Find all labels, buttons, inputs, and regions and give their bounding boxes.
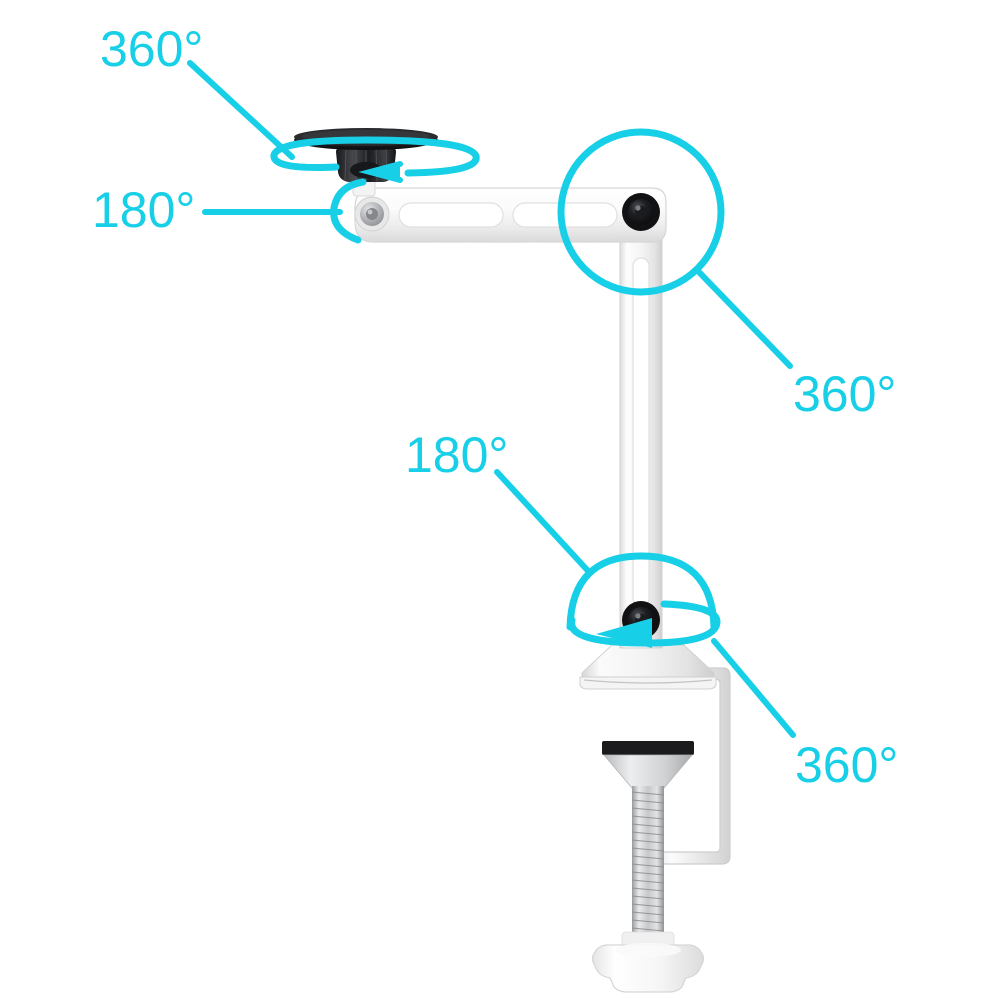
clamp-pressure-pad xyxy=(602,741,694,789)
clamp-screw xyxy=(631,786,665,936)
elbow-bolt xyxy=(622,193,660,231)
horizontal-arm xyxy=(354,187,667,243)
annotation-top-plate-tilt xyxy=(202,178,367,244)
annotation-elbow-rotation xyxy=(557,128,793,369)
label-base-tilt: 180° xyxy=(405,427,509,483)
base-dome xyxy=(579,644,717,690)
clamp-knob xyxy=(591,931,705,993)
label-base-rotation: 360° xyxy=(795,737,899,793)
vertical-post xyxy=(619,209,663,649)
clamp-assembly xyxy=(591,667,731,993)
label-top-plate-rotation: 360° xyxy=(100,21,204,77)
annotation-base-rotation xyxy=(568,600,796,738)
annotation-base-tilt xyxy=(494,469,718,631)
label-top-plate-tilt: 180° xyxy=(92,182,196,238)
upper-pivot-bolt xyxy=(354,196,390,232)
annotation-top-plate-rotation xyxy=(187,60,480,183)
label-elbow-rotation: 360° xyxy=(793,366,897,422)
annotation-overlay xyxy=(187,60,796,738)
